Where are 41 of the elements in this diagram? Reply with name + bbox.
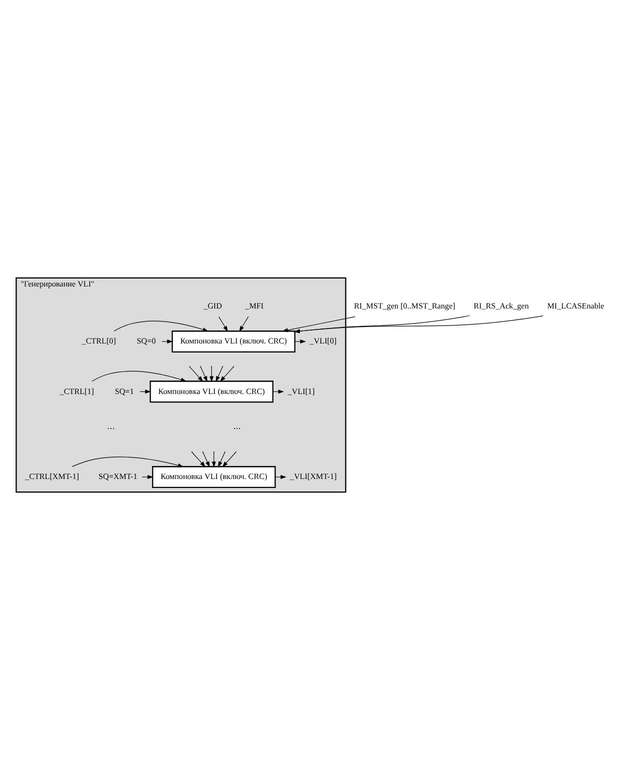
arrow [274, 474, 286, 479]
node-text: _GID [204, 300, 222, 310]
arrow [218, 451, 228, 467]
node-text: SQ=XMT-1 [98, 472, 138, 481]
label: ... [107, 420, 115, 431]
node-box: Компоновка VLI (включ. CRC) [152, 466, 276, 488]
arrow [212, 451, 216, 467]
arrow [142, 474, 154, 479]
node-text: MI_LCASEnable [547, 300, 604, 310]
arrow [282, 316, 356, 332]
arrow [198, 366, 208, 382]
arrow [218, 316, 228, 332]
node-text: _MFI [245, 300, 264, 310]
node-text: RI_RS_Ack_gen [474, 300, 529, 310]
node-box: Компоновка VLI (включ. CRC) [172, 330, 296, 352]
arrow [72, 456, 184, 467]
arrow [210, 366, 214, 382]
node-text: _CTRL[0] [82, 336, 116, 346]
node-text: SQ=0 [136, 336, 156, 346]
node-text: _CTRL[XMT-1] [25, 472, 80, 481]
arrow [294, 315, 544, 333]
arrow [92, 370, 187, 382]
arrow [114, 320, 209, 331]
arrow [216, 366, 226, 382]
node-text: _CTRL[1] [60, 386, 94, 396]
node-text: _VLI[1] [288, 386, 315, 396]
arrow [189, 366, 204, 382]
arrow [162, 339, 173, 344]
arrow [192, 451, 206, 467]
arrow [220, 366, 234, 382]
node-text: _VLI[XMT-1] [290, 472, 337, 481]
arrow [200, 451, 210, 467]
label: ... [233, 420, 241, 431]
arrow [239, 316, 249, 332]
arrow [294, 314, 470, 333]
node-box: Компоновка VLI (включ. CRC) [150, 380, 274, 402]
node-text: SQ=1 [114, 386, 134, 396]
node-text: RI_MST_gen [0..MST_Range] [354, 300, 456, 310]
arrow [294, 339, 306, 344]
arrow [222, 451, 236, 467]
node-text: _VLI[0] [310, 336, 337, 346]
